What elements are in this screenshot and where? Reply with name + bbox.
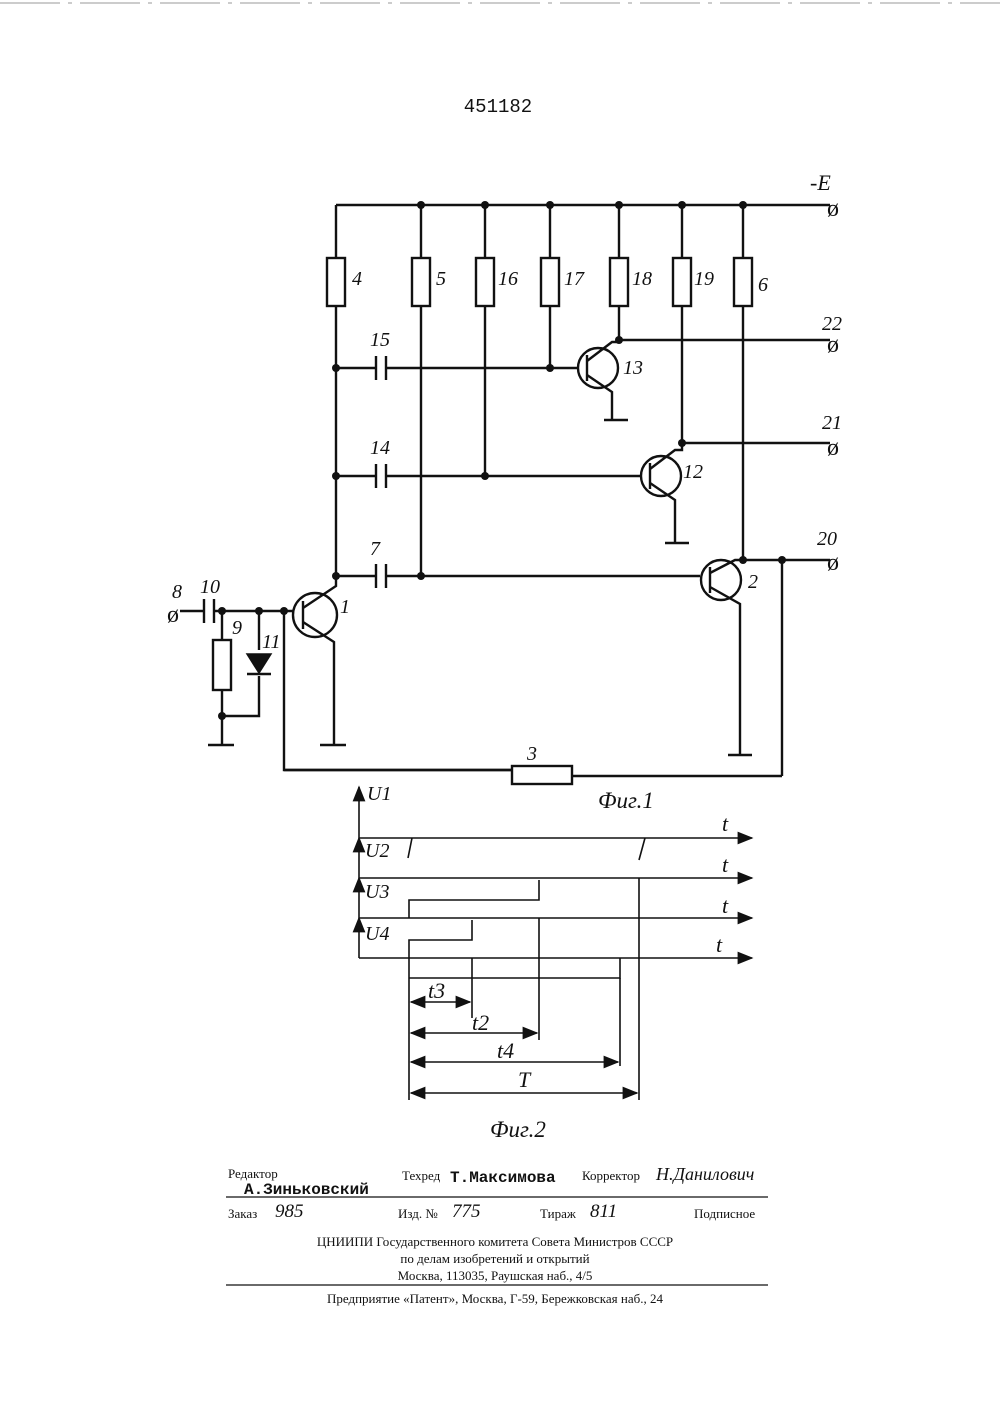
label-r9: 9 <box>232 617 242 639</box>
label-r16: 16 <box>498 268 518 290</box>
axis-t-2: t <box>722 852 729 877</box>
terminal-supply: ø <box>827 196 839 222</box>
capacitor-14 <box>376 464 386 488</box>
resistor-9 <box>213 640 231 690</box>
label-out21: 21 <box>822 412 842 434</box>
edition-label: Изд. № <box>398 1206 438 1221</box>
tech-name: Т.Максимова <box>450 1169 556 1187</box>
corrector-label: Корректор <box>582 1168 640 1183</box>
label-u4: U4 <box>365 923 389 945</box>
tech-label: Техред <box>402 1168 441 1183</box>
circuit-diagram: -E ø 4 5 16 17 18 19 <box>167 170 842 784</box>
editor-name: А.Зиньковский <box>244 1181 369 1199</box>
resistor-17 <box>541 258 559 306</box>
capacitor-15 <box>376 356 386 380</box>
label-r6: 6 <box>758 274 768 296</box>
diode-11 <box>247 654 271 674</box>
interval-t3: t3 <box>428 978 445 1003</box>
axis-t-3: t <box>722 893 729 918</box>
resistor-19 <box>673 258 691 306</box>
org-line3: Москва, 113035, Раушская наб., 4/5 <box>398 1268 593 1283</box>
label-c14: 14 <box>370 437 390 459</box>
order-label: Заказ <box>228 1206 257 1221</box>
editor-label: Редактор <box>228 1166 278 1181</box>
figure1-caption: Фиг.1 <box>598 788 654 813</box>
org-line1: ЦНИИПИ Государственного комитета Совета … <box>317 1234 673 1249</box>
figure2-caption: Фиг.2 <box>490 1117 546 1142</box>
label-t1: 1 <box>340 596 350 618</box>
supply-label: -E <box>810 170 831 195</box>
footer-line: Предприятие «Патент», Москва, Г-59, Бере… <box>327 1291 663 1306</box>
label-d11: 11 <box>262 631 281 653</box>
resistor-18 <box>610 258 628 306</box>
label-t13: 13 <box>623 357 643 379</box>
capacitor-7 <box>376 564 386 588</box>
resistor-4 <box>327 258 345 306</box>
label-r19: 19 <box>694 268 714 290</box>
label-out20: 20 <box>817 528 837 550</box>
label-t12: 12 <box>683 461 703 483</box>
print-run-label: Тираж <box>540 1206 577 1221</box>
label-in8: 8 <box>172 581 182 603</box>
corrector-name: Н.Данилович <box>655 1164 754 1184</box>
transistor-13 <box>578 340 628 420</box>
resistor-16 <box>476 258 494 306</box>
subscription-label: Подписное <box>694 1206 755 1221</box>
label-r4: 4 <box>352 268 362 290</box>
timing-diagram: U1 t U2 t U3 t U4 t t3 t2 t4 T <box>359 783 752 1100</box>
transistor-12 <box>641 443 689 543</box>
label-c10: 10 <box>200 576 220 598</box>
edition-value: 775 <box>452 1201 481 1222</box>
label-r17: 17 <box>564 268 585 290</box>
label-c15: 15 <box>370 329 390 351</box>
terminal-22: ø <box>827 332 839 358</box>
transistor-2 <box>701 560 752 755</box>
capacitor-10 <box>204 599 214 623</box>
order-value: 985 <box>275 1201 304 1222</box>
label-r18: 18 <box>632 268 652 290</box>
resistor-3 <box>512 766 572 784</box>
label-u2: U2 <box>365 840 389 862</box>
interval-t2: t2 <box>472 1010 489 1035</box>
label-u3: U3 <box>365 881 389 903</box>
terminal-20: ø <box>827 550 839 576</box>
org-line2: по делам изобретений и открытий <box>400 1251 589 1266</box>
label-r3: 3 <box>526 743 537 765</box>
resistor-6 <box>734 258 752 306</box>
resistor-5 <box>412 258 430 306</box>
imprint-block: Редактор А.Зиньковский Техред Т.Максимов… <box>226 1164 768 1306</box>
label-r5: 5 <box>436 268 446 290</box>
print-run-value: 811 <box>590 1201 617 1222</box>
axis-t-4: t <box>716 932 723 957</box>
label-u1: U1 <box>367 783 391 805</box>
transistor-1 <box>293 580 346 745</box>
interval-period: T <box>518 1067 532 1092</box>
patent-number: 451182 <box>464 96 532 118</box>
terminal-21: ø <box>827 435 839 461</box>
axis-t-1: t <box>722 811 729 836</box>
terminal-8: ø <box>167 602 179 628</box>
interval-t4: t4 <box>497 1038 514 1063</box>
label-c7: 7 <box>370 538 381 560</box>
label-t2: 2 <box>748 571 758 593</box>
